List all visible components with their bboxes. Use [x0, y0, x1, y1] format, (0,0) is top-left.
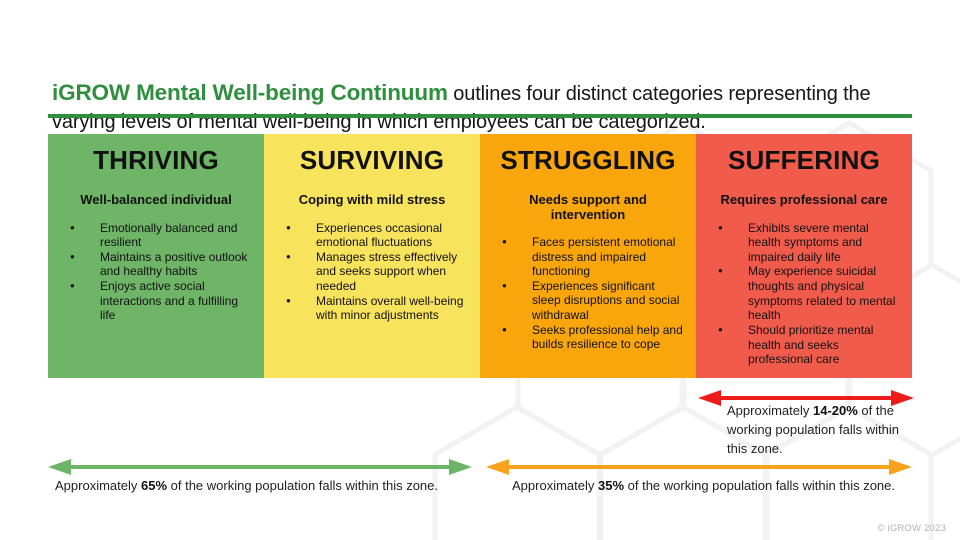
orange-zone-label: Approximately 35% of the working populat…: [512, 478, 896, 493]
arrow-right-head-icon: [891, 390, 914, 406]
continuum-columns: THRIVING Well-balanced individual Emotio…: [48, 134, 912, 378]
arrow-right-head-icon: [889, 459, 912, 475]
arrow-shaft: [710, 395, 902, 400]
red-zone-arrow: [698, 390, 914, 406]
arrow-left-head-icon: [486, 459, 509, 475]
zone-subtitle: Coping with mild stress: [298, 192, 446, 208]
slide-heading: iGROW Mental Well-being Continuum outlin…: [52, 77, 924, 136]
arrow-right-head-icon: [449, 459, 472, 475]
zone-bullet-list: Experiences occasional emotional fluctua…: [277, 221, 467, 323]
arrow-left-head-icon: [698, 390, 721, 406]
bullet-item: Seeks professional help and builds resil…: [493, 323, 683, 352]
red-zone-percentage: 14-20%: [812, 403, 858, 418]
orange-zone-percentage: 35%: [597, 478, 625, 493]
zone-column-suffering: SUFFERING Requires professional care Exh…: [696, 134, 912, 378]
zone-subtitle: Requires professional care: [720, 192, 888, 208]
arrow-left-head-icon: [48, 459, 71, 475]
bullet-item: Maintains a positive outlook and healthy…: [61, 250, 251, 279]
arrow-shaft: [498, 464, 900, 469]
zone-title: SURVIVING: [299, 145, 445, 175]
bullet-item: Faces persistent emotional distress and …: [493, 235, 683, 279]
zone-subtitle: Needs support and intervention: [529, 192, 647, 222]
bullet-item: Experiences occasional emotional fluctua…: [277, 221, 467, 250]
zone-column-surviving: SURVIVING Coping with mild stress Experi…: [264, 134, 480, 378]
bullet-item: Should prioritize mental health and seek…: [709, 323, 899, 367]
green-zone-percentage: 65%: [140, 478, 168, 493]
red-zone-label: Approximately 14-20% of the working popu…: [727, 403, 899, 456]
zone-column-struggling: STRUGGLING Needs support and interventio…: [480, 134, 696, 378]
copyright-text: © iGROW 2023: [877, 523, 946, 534]
zone-bullet-list: Exhibits severe mental health symptoms a…: [709, 221, 899, 367]
bullet-item: May experience suicidal thoughts and phy…: [709, 264, 899, 323]
bullet-item: Emotionally balanced and resilient: [61, 221, 251, 250]
bullet-item: Manages stress effectively and seeks sup…: [277, 250, 467, 294]
zone-bullet-list: Emotionally balanced and resilient Maint…: [61, 221, 251, 323]
bullet-item: Enjoys active social interactions and a …: [61, 279, 251, 323]
bullet-item: Experiences significant sleep disruption…: [493, 279, 683, 323]
bullet-item: Exhibits severe mental health symptoms a…: [709, 221, 899, 265]
green-divider-rule: [48, 114, 912, 118]
bullet-item: Maintains overall well-being with minor …: [277, 294, 467, 323]
zone-column-thriving: THRIVING Well-balanced individual Emotio…: [48, 134, 264, 378]
arrow-shaft: [60, 464, 460, 469]
orange-zone-arrow: [486, 459, 912, 475]
zone-bullet-list: Faces persistent emotional distress and …: [493, 235, 683, 352]
zone-subtitle: Well-balanced individual: [80, 192, 232, 208]
heading-title: iGROW Mental Well-being Continuum: [52, 80, 448, 105]
zone-title: STRUGGLING: [500, 145, 676, 175]
zone-title: THRIVING: [93, 145, 219, 175]
zone-title: SUFFERING: [727, 145, 881, 175]
green-zone-label: Approximately 65% of the working populat…: [55, 478, 439, 493]
green-zone-arrow: [48, 459, 472, 475]
